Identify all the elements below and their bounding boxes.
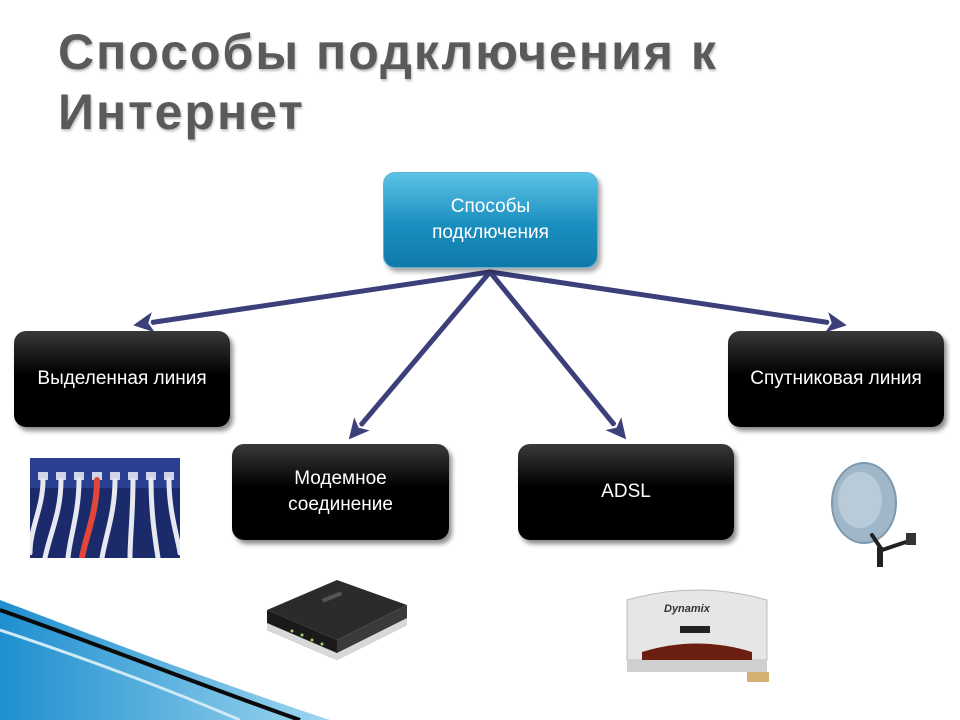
adsl-label: ADSL xyxy=(601,481,651,502)
modem-node: Модемное соединение xyxy=(232,444,449,540)
arrow-to-leased-line xyxy=(135,269,493,325)
adsl-modem-brand: Dynamix xyxy=(664,603,711,615)
arrow-to-satellite xyxy=(487,269,845,325)
root-node: Способы подключения xyxy=(383,172,598,268)
leased-line-node: Выделенная линия xyxy=(14,331,230,427)
network-cables-photo xyxy=(30,458,180,558)
corner-wave-decoration xyxy=(0,600,330,720)
root-node-label: Способы подключения xyxy=(432,196,549,243)
satellite-node: Спутниковая линия xyxy=(728,331,944,427)
adsl-node: ADSL xyxy=(518,444,734,540)
modem-label: Модемное соединение xyxy=(288,468,393,515)
arrow-to-adsl xyxy=(487,269,625,438)
arrow-to-modem xyxy=(350,269,493,438)
modem-photo xyxy=(267,580,407,660)
leased-line-label: Выделенная линия xyxy=(37,368,207,389)
satellite-label: Спутниковая линия xyxy=(750,368,922,389)
satellite-dish-photo xyxy=(831,462,916,567)
slide-title: Способы подключения к Интернет xyxy=(58,24,718,140)
adsl-modem-photo: Dynamix xyxy=(626,589,769,682)
